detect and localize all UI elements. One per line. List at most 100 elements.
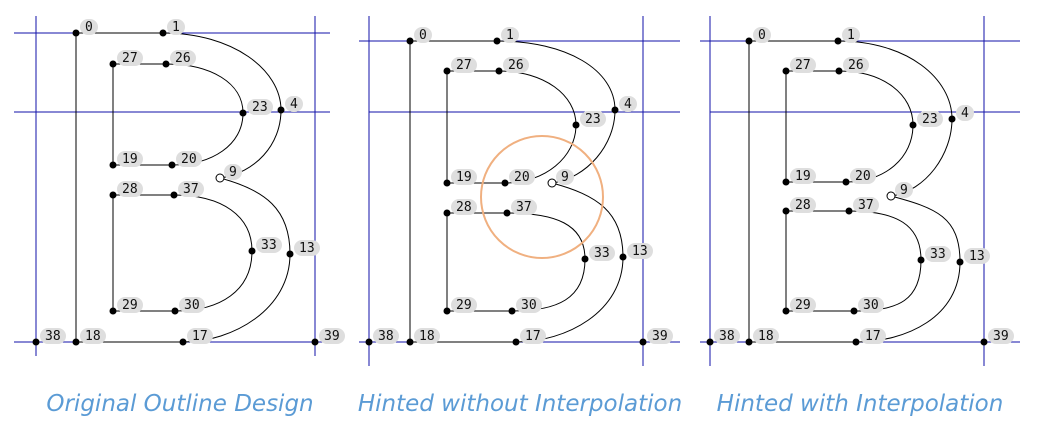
point-label-38: 38 [719,329,735,344]
point-label-chip [853,197,879,213]
point-label-chip [619,96,637,112]
point-marker [948,115,956,123]
point-marker [909,121,917,129]
point-label-23: 23 [252,100,268,115]
point-label-chip [414,328,440,344]
point-marker [72,338,80,346]
point-label-chip [285,96,303,112]
point-label-chip [178,181,204,197]
point-label-chip [414,27,432,43]
point-label-chip [451,169,477,185]
point-marker [406,338,414,346]
point-label-chip [501,27,519,43]
point-marker [32,338,40,346]
point-label-4: 4 [290,97,298,112]
point-marker [443,307,451,315]
point-label-0: 0 [419,28,427,43]
caption-hinted-without-interpolation: Hinted without Interpolation [357,391,683,417]
point-label-28: 28 [456,200,472,215]
point-marker [239,109,247,117]
point-marker [493,37,501,45]
point-marker [109,307,117,315]
point-label-chip [956,105,974,121]
point-marker [852,338,860,346]
point-marker [745,37,753,45]
point-marker [956,258,964,266]
point-marker [503,209,511,217]
point-label-29: 29 [795,298,811,313]
point-label-30: 30 [184,298,200,313]
point-label-9: 9 [229,165,237,180]
caption-original: Original Outline Design [46,391,314,417]
point-label-27: 27 [122,51,138,66]
point-label-38: 38 [45,329,61,344]
point-label-chip [790,197,816,213]
point-label-18: 18 [758,329,774,344]
point-label-30: 30 [863,298,879,313]
point-marker [917,256,925,264]
point-label-17: 17 [192,329,208,344]
point-label-33: 33 [594,246,610,261]
point-marker [980,338,988,346]
point-label-chip [247,99,273,115]
point-label-chip [451,199,477,215]
point-label-chip [516,297,542,313]
point-label-1: 1 [172,20,180,35]
point-marker [162,60,170,68]
point-label-chip [753,328,779,344]
point-label-chip [556,169,574,185]
point-label-30: 30 [521,298,537,313]
point-label-0: 0 [85,20,93,35]
point-label-29: 29 [122,298,138,313]
point-label-13: 13 [632,244,648,259]
point-label-chip [790,297,816,313]
point-label-26: 26 [848,58,864,73]
point-marker [835,67,843,75]
point-marker [277,106,285,114]
glyph-outline [748,40,961,343]
point-label-27: 27 [795,58,811,73]
point-marker [572,121,580,129]
point-label-20: 20 [855,169,871,184]
point-label-13: 13 [299,241,315,256]
point-marker [639,338,647,346]
point-label-28: 28 [122,182,138,197]
caption-hinted-with-interpolation: Hinted with Interpolation [716,391,1004,417]
point-marker-open [547,178,557,188]
point-label-27: 27 [456,58,472,73]
point-label-19: 19 [122,152,138,167]
point-label-chip [256,237,282,253]
point-marker [611,106,619,114]
point-label-33: 33 [930,247,946,262]
point-label-chip [895,182,913,198]
point-label-38: 38 [378,329,394,344]
point-marker [406,37,414,45]
point-label-chip [988,328,1014,344]
point-label-37: 37 [183,182,199,197]
point-label-chip [294,240,320,256]
point-label-chip [451,57,477,73]
point-marker [109,60,117,68]
point-marker [443,67,451,75]
point-label-19: 19 [456,170,472,185]
point-label-chip [187,328,213,344]
point-label-chip [170,50,196,66]
point-label-1: 1 [847,28,855,43]
point-marker [512,338,520,346]
point-label-chip [842,27,860,43]
point-marker [179,338,187,346]
point-label-chip [843,57,869,73]
point-marker [443,209,451,217]
point-label-chip [858,297,884,313]
point-marker [171,307,179,315]
point-marker [495,67,503,75]
point-label-1: 1 [506,28,514,43]
point-label-chip [520,328,546,344]
point-label-chip [580,111,606,127]
point-marker [782,207,790,215]
point-label-23: 23 [922,112,938,127]
point-marker [782,67,790,75]
